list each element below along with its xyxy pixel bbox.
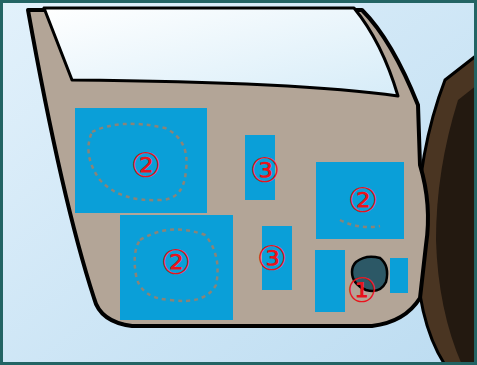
callout-number-box: ② xyxy=(348,183,378,217)
area xyxy=(75,108,207,213)
callout-number: ③ xyxy=(250,150,280,190)
area xyxy=(316,162,404,239)
dashed-outline xyxy=(88,124,186,200)
callout-number: ① xyxy=(347,270,377,310)
dashed-outlines xyxy=(88,124,380,301)
dashed-outline xyxy=(340,220,380,227)
callout-number: ② xyxy=(131,145,161,185)
blue-areas xyxy=(75,108,408,320)
callout-number: ② xyxy=(161,242,191,282)
callout-number-box: ① xyxy=(347,273,377,307)
callout-number-box: ② xyxy=(161,245,191,279)
callout-number-box: ② xyxy=(131,148,161,182)
window-glass xyxy=(44,8,398,96)
area xyxy=(390,258,408,293)
callout-number: ③ xyxy=(257,238,287,278)
pillar-shadow xyxy=(436,85,477,365)
area xyxy=(120,215,233,320)
callout-number-box: ③ xyxy=(257,241,287,275)
dashed-outline xyxy=(135,230,218,301)
callout-number-box: ③ xyxy=(250,153,280,187)
callout-number: ② xyxy=(348,180,378,220)
area xyxy=(315,250,345,312)
